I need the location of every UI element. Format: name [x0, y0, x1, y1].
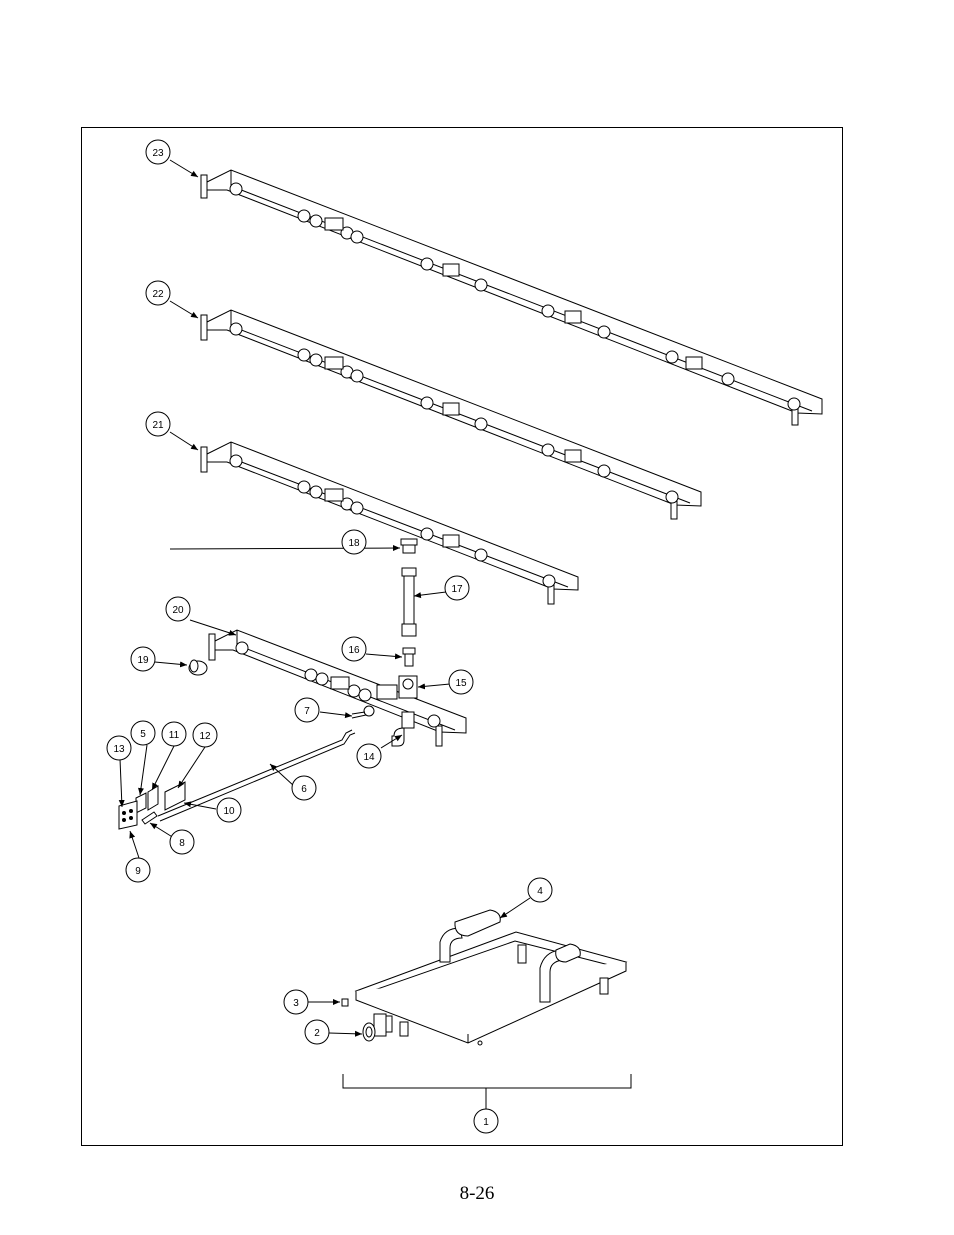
callout-11: 11	[161, 721, 187, 747]
burner-manifold-inlet	[208, 629, 467, 747]
svg-text:2: 2	[314, 1028, 320, 1039]
svg-text:8: 8	[179, 838, 185, 849]
svg-text:6: 6	[301, 784, 307, 795]
drawing-frame	[81, 127, 843, 1146]
callout-15: 15	[448, 669, 474, 695]
svg-text:20: 20	[172, 605, 184, 616]
svg-text:19: 19	[137, 655, 149, 666]
callout-2: 2	[304, 1019, 330, 1045]
burner-manifold-long	[200, 169, 823, 426]
callout-9: 9	[125, 857, 151, 883]
svg-text:18: 18	[348, 538, 360, 549]
svg-text:5: 5	[140, 729, 146, 740]
callout-4: 4	[527, 877, 553, 903]
thermocouple	[351, 705, 375, 719]
svg-text:13: 13	[113, 744, 125, 755]
callout-23: 23	[145, 139, 171, 165]
callout-7: 7	[294, 697, 320, 723]
svg-text:11: 11	[169, 730, 180, 741]
svg-text:22: 22	[152, 289, 164, 300]
burner-manifold-medium	[200, 309, 702, 520]
svg-text:3: 3	[293, 998, 299, 1009]
page-number: 8-26	[459, 1183, 495, 1204]
svg-text:16: 16	[348, 645, 360, 656]
callout-16: 16	[341, 636, 367, 662]
svg-text:1: 1	[483, 1117, 489, 1128]
callout-18: 18	[341, 529, 367, 555]
callout-20: 20	[165, 596, 191, 622]
svg-text:21: 21	[152, 420, 164, 431]
callout-13: 13	[106, 735, 132, 761]
svg-text:9: 9	[135, 866, 141, 877]
inlet-fittings	[391, 538, 418, 747]
callout-12: 12	[192, 722, 218, 748]
svg-text:15: 15	[455, 678, 467, 689]
valve-assembly	[118, 729, 356, 830]
svg-text:12: 12	[199, 731, 211, 742]
svg-text:7: 7	[304, 706, 310, 717]
callout-8: 8	[169, 829, 195, 855]
callout-22: 22	[145, 280, 171, 306]
callout-5: 5	[130, 720, 156, 746]
callout-19: 19	[130, 646, 156, 672]
svg-text:23: 23	[152, 148, 164, 159]
callout-10: 10	[216, 797, 242, 823]
callout-17: 17	[444, 575, 470, 601]
base-frame	[341, 909, 628, 1046]
svg-text:14: 14	[363, 752, 375, 763]
callouts: 23 22 21 18 17 20 16 19 15 7 5 11 12 13 …	[106, 139, 553, 1134]
callout-14: 14	[356, 743, 382, 769]
svg-text:4: 4	[537, 886, 543, 897]
callout-3: 3	[283, 989, 309, 1015]
callout-21: 21	[145, 411, 171, 437]
end-plug	[188, 659, 208, 676]
burner-manifold-short	[200, 441, 579, 605]
svg-text:17: 17	[451, 584, 463, 595]
callout-1: 1	[473, 1108, 499, 1134]
assembly-bracket	[342, 1074, 632, 1110]
svg-text:10: 10	[223, 806, 235, 817]
callout-6: 6	[291, 775, 317, 801]
